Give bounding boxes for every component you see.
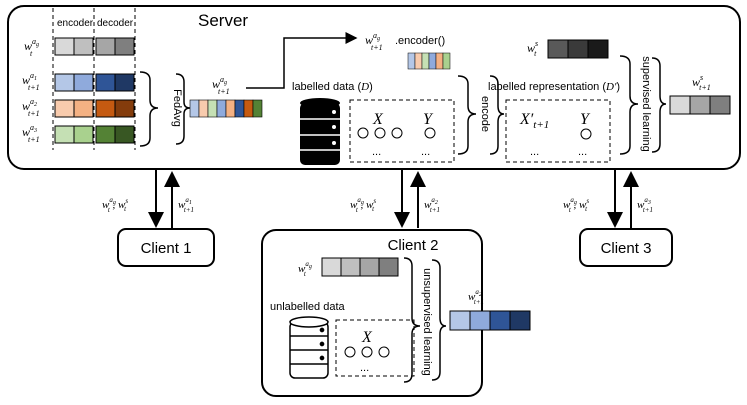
unsupervised-label: unsupervised learning — [421, 268, 433, 376]
unlabelled-x-dots: ... — [360, 362, 369, 374]
client3-weight-vector — [54, 125, 135, 144]
labelled-repr-x-dots: ... — [530, 146, 539, 158]
labelled-y-label: Y — [423, 111, 434, 128]
client1-weight-vector — [54, 73, 135, 92]
encode-brace-right — [489, 75, 505, 155]
labelled-x-label: X — [372, 111, 384, 128]
labelled-data-label: labelled data (D) — [292, 81, 373, 93]
database-icon — [300, 98, 340, 165]
encoder-weight-vector — [407, 52, 451, 70]
client3-label: Client 3 — [601, 240, 652, 257]
labelled-y-sample — [424, 127, 436, 139]
unlabelled-x-label: X — [361, 329, 373, 346]
client2-next-weight-vector — [449, 310, 531, 331]
client1-box — [117, 228, 215, 267]
fedavg-brace — [139, 71, 159, 147]
unsupervised-brace-right — [431, 259, 447, 381]
encoder-call-label: .encoder() — [395, 35, 445, 47]
labelled-repr-y-dots: ... — [578, 146, 587, 158]
labelled-y-dots: ... — [421, 146, 430, 158]
server-weight-vector — [547, 39, 609, 59]
client3-box — [579, 228, 673, 267]
server-next-weight-vector — [669, 95, 731, 115]
unlabelled-data-label: unlabelled data — [270, 301, 346, 313]
client2-label: Client 2 — [388, 237, 439, 254]
encode-label: encode — [479, 96, 491, 132]
encoder-column-label: encoder — [57, 18, 94, 29]
labelled-repr-box — [505, 99, 611, 163]
client1-label: Client 1 — [141, 240, 192, 257]
labelled-x-samples — [357, 127, 403, 139]
encoder-extract-arrow — [246, 32, 358, 89]
labelled-repr-label: labelled representation (D′) — [488, 81, 620, 93]
labelled-repr-y-sample — [580, 128, 592, 140]
decoder-column-label: decoder — [97, 18, 134, 29]
labelled-repr-x-label: X′t+1 — [519, 111, 549, 131]
client2-weight-vector — [54, 99, 135, 118]
unsupervised-brace — [403, 257, 421, 383]
unlabelled-database-icon — [289, 316, 329, 379]
unlabelled-data-box — [335, 319, 415, 377]
server-title: Server — [198, 11, 248, 30]
supervised-label: supervised learning — [640, 56, 652, 151]
supervised-brace-right — [651, 57, 667, 153]
supervised-brace — [619, 55, 639, 155]
labelled-repr-y-label: Y — [580, 111, 591, 128]
labelled-x-dots: ... — [372, 146, 381, 158]
fedavg-label: FedAvg — [171, 89, 183, 127]
aggregated-weight-vector — [189, 99, 263, 118]
global-weight-vector — [54, 37, 135, 56]
encode-brace — [457, 75, 477, 155]
unlabelled-x-samples — [344, 346, 390, 358]
client2-global-weight-vector — [321, 257, 399, 277]
